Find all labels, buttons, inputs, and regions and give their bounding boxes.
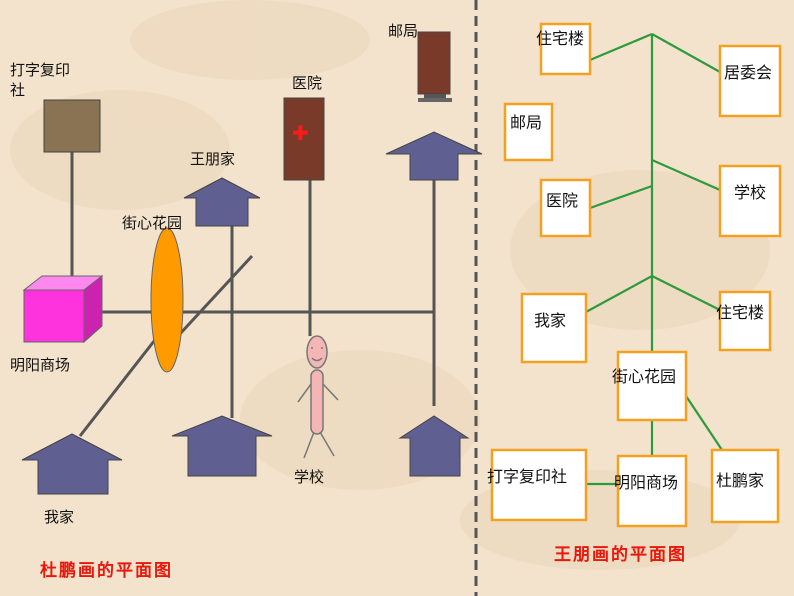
right-map: 住宅楼 居委会 邮局 学校 医院 我家 住宅楼 街心花园 打字复印社 明阳商场 … bbox=[487, 22, 782, 565]
print-shop-label-right: 打字复印社 bbox=[487, 467, 567, 486]
house-icon-bottom-center bbox=[171, 415, 273, 477]
post-office-label-right: 邮局 bbox=[510, 113, 542, 132]
garden-ellipse bbox=[150, 227, 184, 373]
print-shop-building bbox=[43, 99, 101, 153]
print-shop-label-1: 打字复印 bbox=[10, 61, 70, 79]
hospital-label-right: 医院 bbox=[546, 191, 578, 210]
du-peng-home-box bbox=[710, 448, 780, 524]
residence-top-label: 住宅楼 bbox=[536, 29, 584, 48]
person-figure bbox=[297, 335, 339, 459]
garden-label: 街心花园 bbox=[122, 214, 182, 232]
right-connectors bbox=[585, 32, 723, 486]
wang-peng-home-label: 王朋家 bbox=[190, 150, 235, 168]
hospital-cross-icon: ✚ bbox=[292, 121, 309, 145]
residence-top-box bbox=[539, 22, 592, 76]
mall-label: 明阳商场 bbox=[10, 356, 70, 374]
left-map-caption: 杜鹏画的平面图 bbox=[40, 560, 173, 581]
right-map-caption: 王朋画的平面图 bbox=[554, 544, 687, 565]
school-label-right: 学校 bbox=[734, 183, 766, 202]
print-shop-box bbox=[490, 448, 588, 522]
wang-peng-home-house-icon bbox=[183, 177, 261, 227]
mall-box bbox=[616, 454, 688, 528]
print-shop-label-2: 社 bbox=[10, 81, 25, 99]
mall-label-right: 明阳商场 bbox=[614, 473, 678, 492]
mall-building bbox=[22, 274, 104, 344]
garden-box bbox=[616, 350, 688, 422]
my-home-house-icon bbox=[21, 433, 123, 495]
school-box bbox=[718, 164, 782, 238]
school-label: 学校 bbox=[294, 468, 324, 486]
my-home-label: 我家 bbox=[44, 508, 74, 526]
du-peng-home-label: 杜鹏家 bbox=[716, 471, 764, 490]
hospital-label: 医院 bbox=[292, 74, 322, 92]
post-office-label: 邮局 bbox=[388, 22, 418, 40]
my-home-label-right: 我家 bbox=[534, 311, 566, 330]
house-icon-bottom-right bbox=[398, 415, 470, 477]
my-home-box bbox=[520, 292, 588, 364]
residents-committee-label: 居委会 bbox=[724, 63, 772, 82]
house-icon-top-right bbox=[385, 131, 483, 181]
left-roads bbox=[70, 152, 436, 437]
post-office-box bbox=[503, 102, 554, 162]
hospital-building bbox=[283, 97, 325, 181]
residence-mid-box bbox=[718, 290, 772, 352]
garden-label-right: 街心花园 bbox=[612, 367, 676, 386]
residence-mid-label: 住宅楼 bbox=[716, 303, 764, 322]
hospital-box bbox=[539, 178, 592, 238]
left-map: 打字复印 社 邮局 ✚ 医院 王朋家 街心花园 明阳商场 bbox=[10, 22, 483, 581]
residents-committee-box bbox=[718, 44, 782, 118]
post-office-building bbox=[417, 31, 452, 102]
